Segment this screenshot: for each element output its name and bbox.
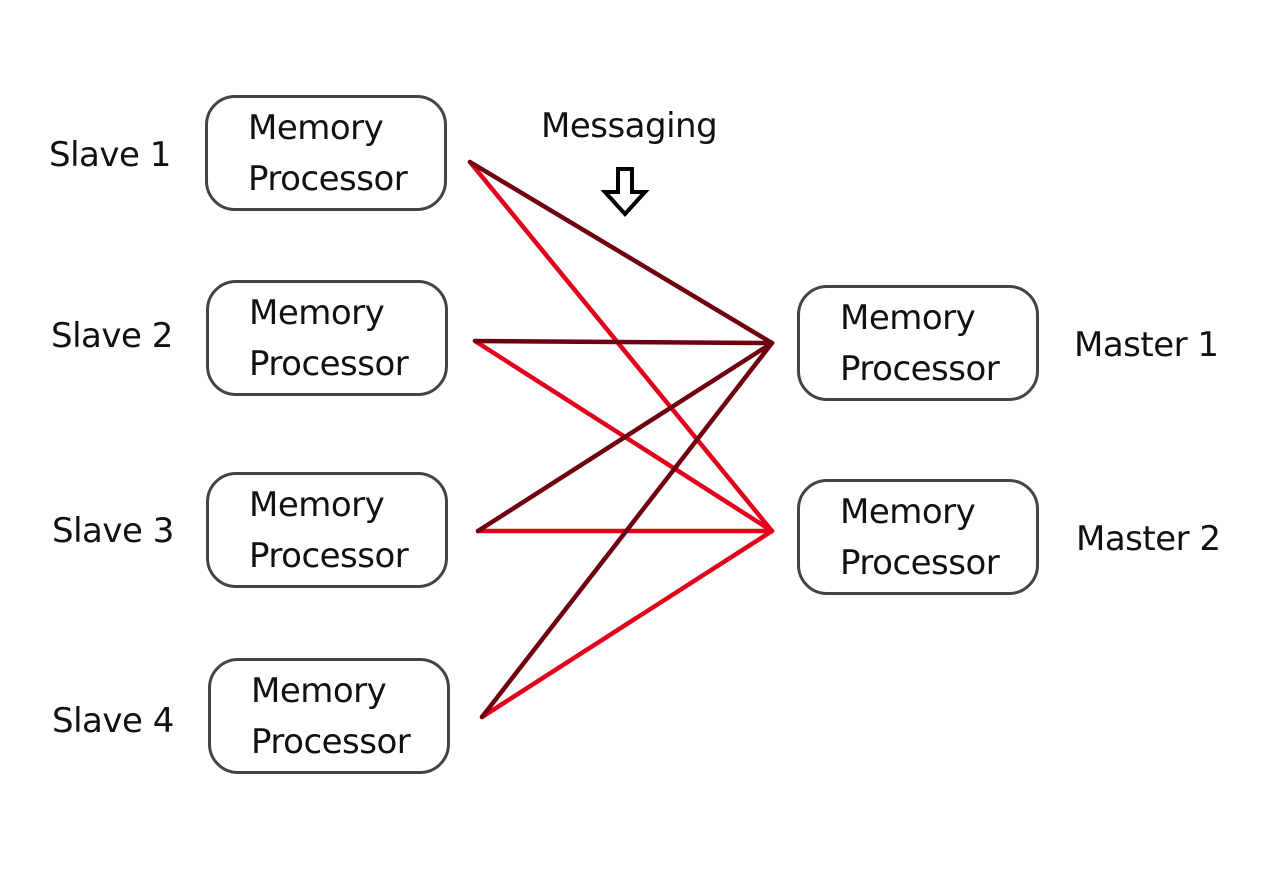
slave-4-label: Slave 4 bbox=[52, 701, 174, 741]
messaging-label: Messaging bbox=[541, 106, 718, 146]
slave-1-label: Slave 1 bbox=[49, 135, 171, 175]
processor-label: Processor bbox=[249, 536, 409, 576]
slave-2-node[interactable]: Memory Processor bbox=[206, 280, 448, 396]
memory-label: Memory bbox=[840, 492, 976, 532]
memory-label: Memory bbox=[248, 108, 384, 148]
processor-label: Processor bbox=[840, 349, 1000, 389]
link-slave-1-to-master-1 bbox=[467, 159, 775, 346]
processor-label: Processor bbox=[249, 344, 409, 384]
master-1-node[interactable]: Memory Processor bbox=[797, 285, 1039, 401]
processor-label: Processor bbox=[248, 159, 408, 199]
memory-label: Memory bbox=[840, 298, 976, 338]
link-slave-2-to-master-1 bbox=[472, 338, 775, 346]
slave-2-label: Slave 2 bbox=[51, 316, 173, 356]
link-slave-4-to-master-2 bbox=[479, 528, 775, 720]
master-2-node[interactable]: Memory Processor bbox=[797, 479, 1039, 595]
memory-label: Memory bbox=[249, 485, 385, 525]
processor-label: Processor bbox=[840, 543, 1000, 583]
link-slave-1-to-master-2 bbox=[467, 159, 775, 534]
master-1-label: Master 1 bbox=[1074, 325, 1219, 365]
link-slave-4-to-master-1 bbox=[479, 340, 775, 720]
slave-3-node[interactable]: Memory Processor bbox=[206, 472, 448, 588]
slave-4-node[interactable]: Memory Processor bbox=[208, 658, 450, 774]
processor-label: Processor bbox=[251, 722, 411, 762]
master-2-label: Master 2 bbox=[1076, 519, 1221, 559]
down-arrow-icon bbox=[601, 167, 650, 217]
memory-label: Memory bbox=[249, 293, 385, 333]
memory-label: Memory bbox=[251, 671, 387, 711]
slave-3-label: Slave 3 bbox=[52, 511, 174, 551]
link-slave-3-to-master-1 bbox=[475, 340, 775, 534]
slave-1-node[interactable]: Memory Processor bbox=[205, 95, 447, 211]
